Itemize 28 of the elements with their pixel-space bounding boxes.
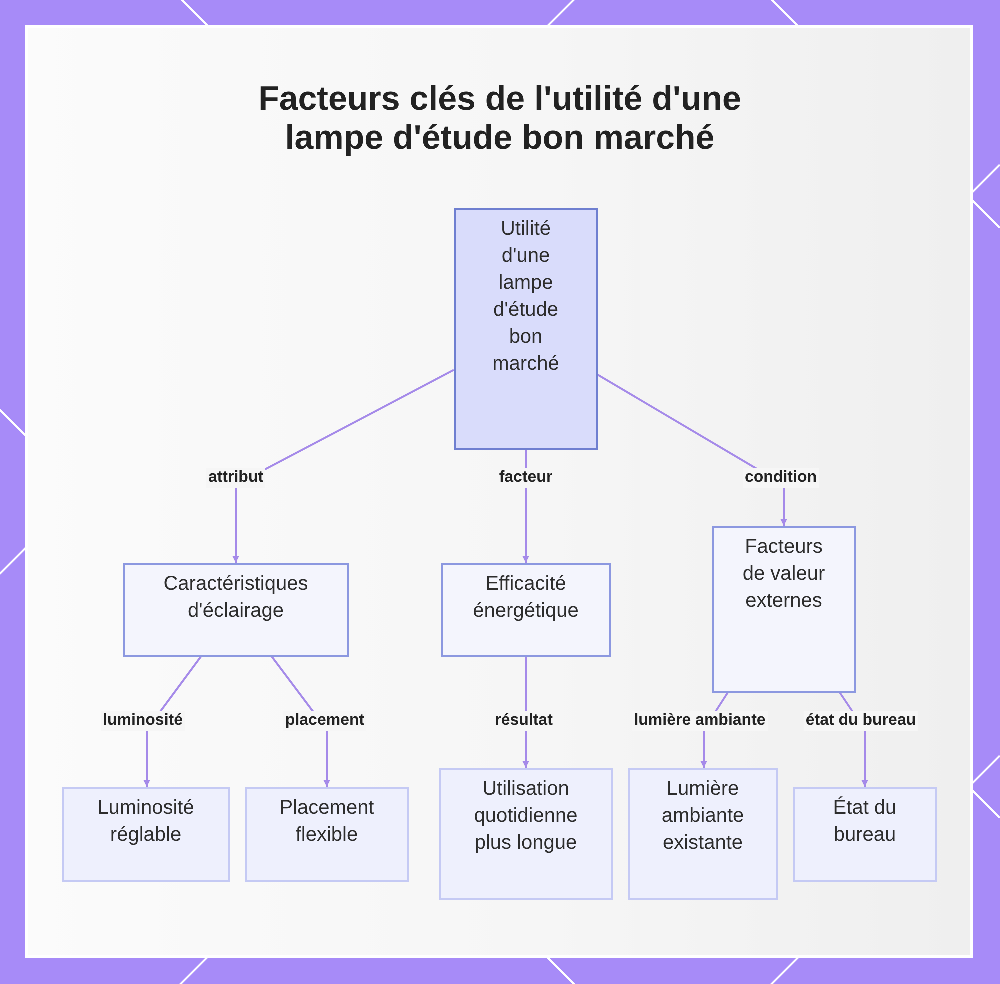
- edge-label: facteur: [497, 468, 555, 488]
- node-label: Utilité d'une lampe d'étude bon marché: [492, 217, 560, 377]
- process-box: [793, 787, 937, 882]
- edge-label: luminosité: [101, 711, 185, 731]
- process-box: [123, 563, 349, 657]
- process-box: [454, 208, 598, 450]
- node-label: Luminosité réglable: [96, 796, 196, 848]
- edge-label: placement: [283, 711, 367, 731]
- edge-label: attribut: [206, 468, 266, 488]
- node-label: Facteurs de valeur externes: [742, 535, 826, 614]
- arrow: [232, 369, 454, 563]
- node-label: Placement flexible: [278, 796, 376, 848]
- edge-label: état du bureau: [804, 711, 918, 731]
- node-label: Caractéristiques d'éclairage: [162, 572, 310, 624]
- process-box: [439, 768, 613, 900]
- node-label: Efficacité énergétique: [472, 572, 580, 624]
- node-label: État du bureau: [832, 796, 898, 848]
- process-box: [441, 563, 611, 657]
- edge-label: lumière ambiante: [632, 711, 768, 731]
- diagram-title: Facteurs clés de l'utilité d'une lampe d'étude bon marché: [258, 80, 742, 158]
- node-label: Utilisation quotidienne plus longue: [473, 777, 579, 856]
- process-box: [712, 526, 856, 693]
- process-box: [245, 787, 409, 882]
- node-label: Lumière ambiante existante: [660, 777, 746, 856]
- edge-label: condition: [743, 468, 819, 488]
- edge-label: résultat: [493, 711, 555, 731]
- process-box: [62, 787, 230, 882]
- process-box: [628, 768, 778, 900]
